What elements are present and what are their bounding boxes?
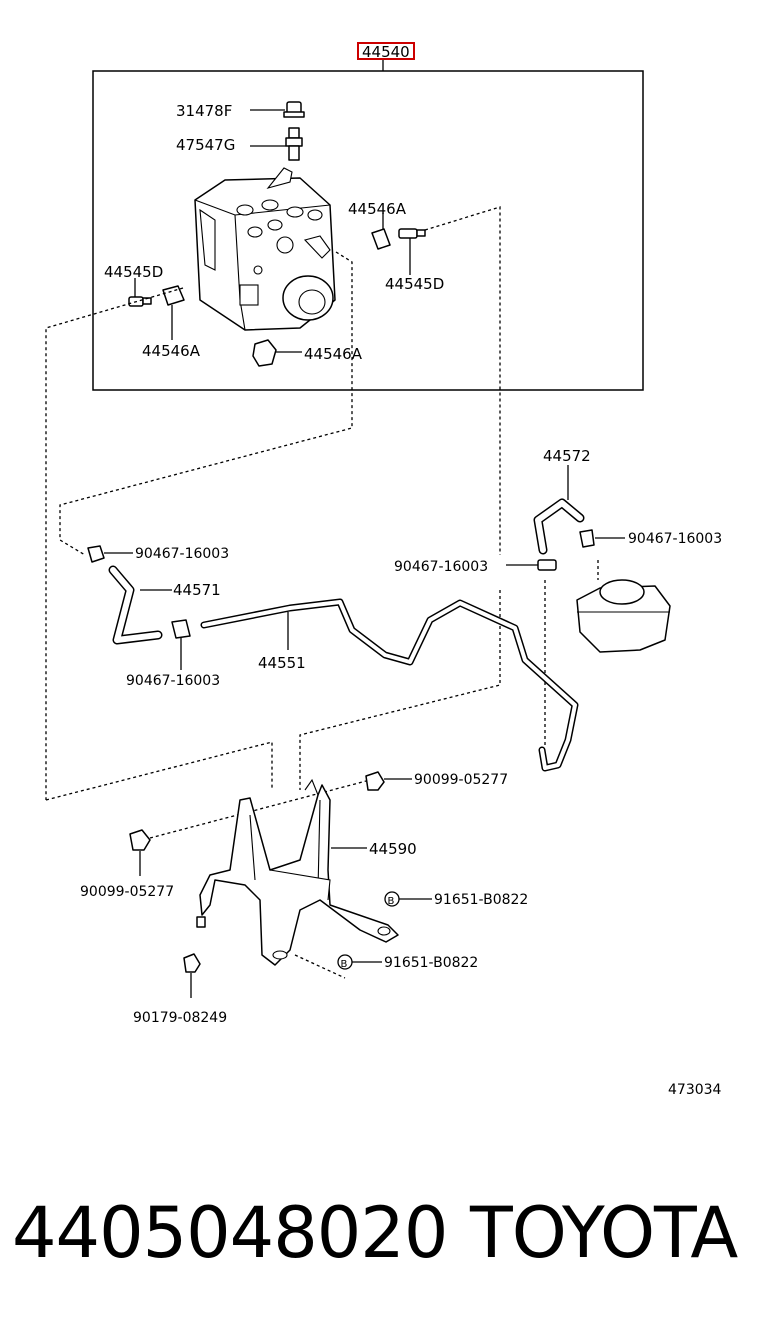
- union-44546a-right: [371, 228, 391, 250]
- label-44590[interactable]: 44590: [369, 840, 417, 858]
- clip-90467-mid: [171, 619, 191, 639]
- label-44551[interactable]: 44551: [258, 654, 306, 672]
- clip-90467-lower: [537, 559, 557, 571]
- stud-upper: [196, 916, 206, 928]
- label-44546a-right[interactable]: 44546A: [348, 200, 407, 218]
- label-44545d-right[interactable]: 44545D: [385, 275, 444, 293]
- clip-90467-left: [87, 545, 105, 563]
- reservoir-tank: [576, 579, 671, 653]
- abs-actuator-illustration: [194, 167, 336, 331]
- bolt-marker-lower: B: [337, 954, 353, 970]
- assembly-highlight-box: [357, 42, 415, 60]
- bolt-44545d-right: [398, 228, 426, 239]
- label-44571[interactable]: 44571: [173, 581, 221, 599]
- nut-44546a-bottom: [252, 339, 277, 367]
- valve-47547g: [285, 127, 303, 161]
- label-90179[interactable]: 90179-08249: [133, 1010, 227, 1026]
- label-90467-lower[interactable]: 90467-16003: [394, 559, 488, 575]
- label-91651-lower[interactable]: 91651-B0822: [384, 955, 478, 971]
- label-90467-mid[interactable]: 90467-16003: [126, 673, 220, 689]
- plug-31478f: [283, 101, 305, 118]
- svg-text:B: B: [341, 959, 348, 970]
- label-90099-left[interactable]: 90099-05277: [80, 884, 174, 900]
- label-90467-right-top[interactable]: 90467-16003: [628, 531, 722, 547]
- bolt-marker-upper: B: [384, 891, 400, 907]
- label-44545d-left[interactable]: 44545D: [104, 263, 163, 281]
- union-44546a-left: [162, 285, 185, 306]
- bracket-44590: [199, 778, 399, 966]
- label-91651-upper[interactable]: 91651-B0822: [434, 892, 528, 908]
- svg-text:B: B: [388, 896, 395, 907]
- label-44546a-bottom[interactable]: 44546A: [304, 345, 363, 363]
- footer-part-code: 4405048020: [12, 1192, 448, 1274]
- clip-90467-right-top: [579, 529, 595, 548]
- nut-90179: [183, 953, 201, 973]
- label-44572[interactable]: 44572: [543, 447, 591, 465]
- label-44546a-left[interactable]: 44546A: [142, 342, 201, 360]
- nut-90099-right: [365, 771, 385, 791]
- nut-90099-left: [129, 829, 151, 851]
- assembly-frame: [92, 70, 644, 391]
- footer-brand: TOYOTA: [470, 1192, 738, 1274]
- assembly-part-number[interactable]: 44540: [362, 43, 410, 61]
- label-90467-left[interactable]: 90467-16003: [135, 546, 229, 562]
- label-31478f[interactable]: 31478F: [176, 102, 232, 120]
- label-90099-right[interactable]: 90099-05277: [414, 772, 508, 788]
- illustration-number: 473034: [668, 1082, 722, 1098]
- label-47547g[interactable]: 47547G: [176, 136, 235, 154]
